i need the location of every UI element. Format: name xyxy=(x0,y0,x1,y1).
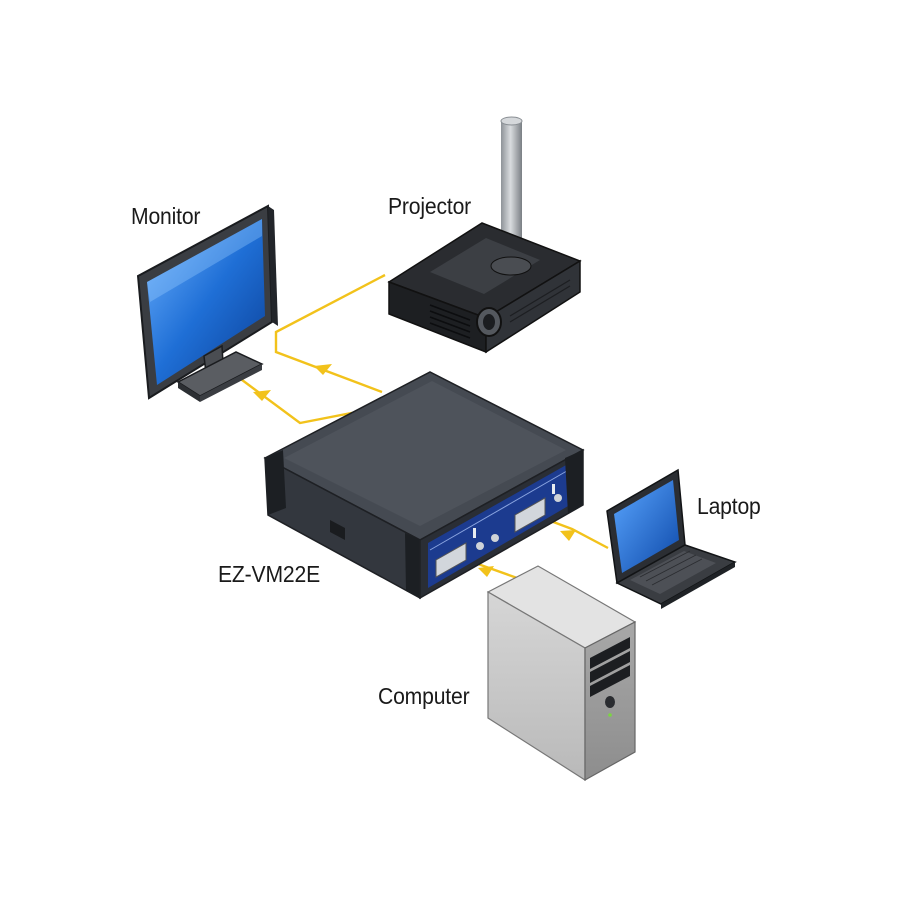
monitor-label: Monitor xyxy=(131,203,201,229)
computer-icon xyxy=(486,565,637,782)
computer-label: Computer xyxy=(378,683,470,709)
device-label: EZ-VM22E xyxy=(218,561,321,587)
laptop-label: Laptop xyxy=(697,493,761,519)
arrow-icon xyxy=(314,364,332,375)
cable-from-laptop xyxy=(547,518,609,550)
projector-label: Projector xyxy=(388,193,472,219)
cable-arrows xyxy=(253,364,576,577)
device-icon xyxy=(263,371,585,600)
monitor-icon xyxy=(136,204,278,402)
cable-to-projector xyxy=(274,273,386,394)
projector-icon xyxy=(387,116,582,354)
arrow-icon xyxy=(560,530,576,541)
arrow-icon xyxy=(478,566,494,577)
laptop-icon xyxy=(606,468,737,609)
arrow-icon xyxy=(253,390,271,401)
